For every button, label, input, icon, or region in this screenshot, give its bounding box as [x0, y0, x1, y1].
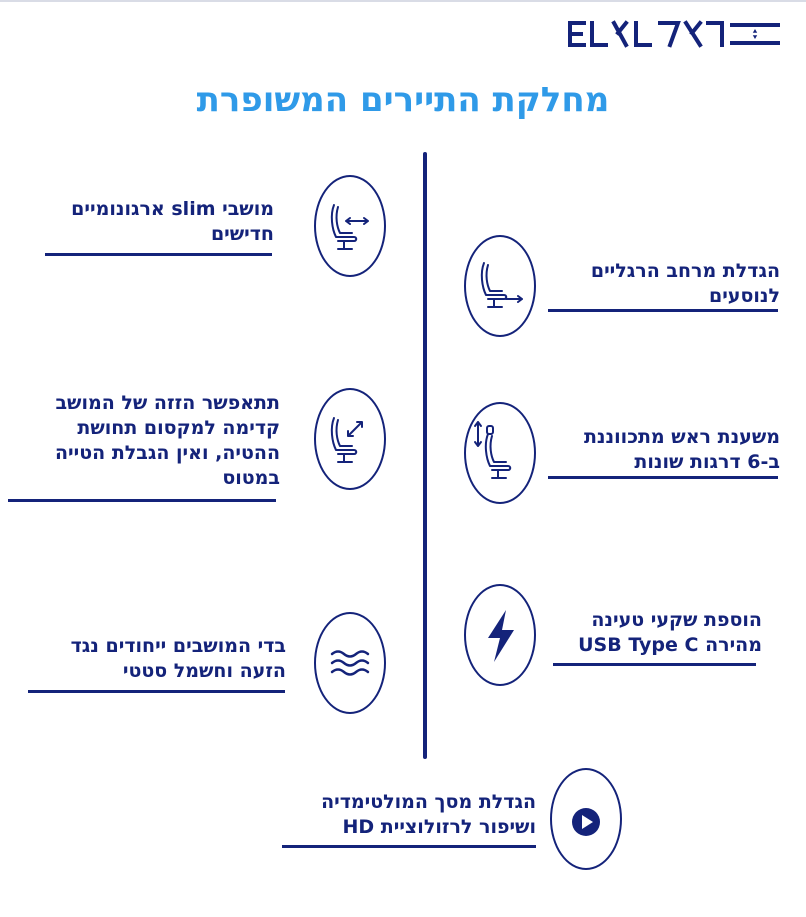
feature-underline — [45, 253, 272, 256]
feature-icon-frame — [464, 235, 536, 337]
feature-underline — [548, 309, 778, 312]
seat-headrest-icon — [474, 421, 512, 479]
waves-icon — [330, 650, 370, 676]
seat-recline-arrows-icon — [330, 204, 369, 250]
feature-icon-frame — [314, 612, 386, 714]
feature-icon-frame — [314, 175, 386, 277]
elal-logo — [568, 20, 780, 48]
top-divider — [0, 0, 806, 2]
feature-icon-frame — [464, 402, 536, 504]
feature-underline — [28, 690, 285, 693]
center-divider — [423, 152, 427, 759]
seat-legroom-icon — [480, 262, 523, 308]
lightning-icon — [488, 610, 514, 662]
seat-recline-icon — [330, 417, 363, 463]
feature-underline — [553, 663, 756, 666]
feature-icon-frame — [314, 388, 386, 490]
page-title: מחלקת התיירים המשופרת — [196, 80, 610, 120]
feature-underline — [8, 499, 276, 502]
feature-underline — [548, 476, 778, 479]
feature-icon-frame — [550, 768, 622, 870]
play-icon — [572, 808, 600, 836]
feature-icon-frame — [464, 584, 536, 686]
feature-underline — [282, 845, 536, 848]
